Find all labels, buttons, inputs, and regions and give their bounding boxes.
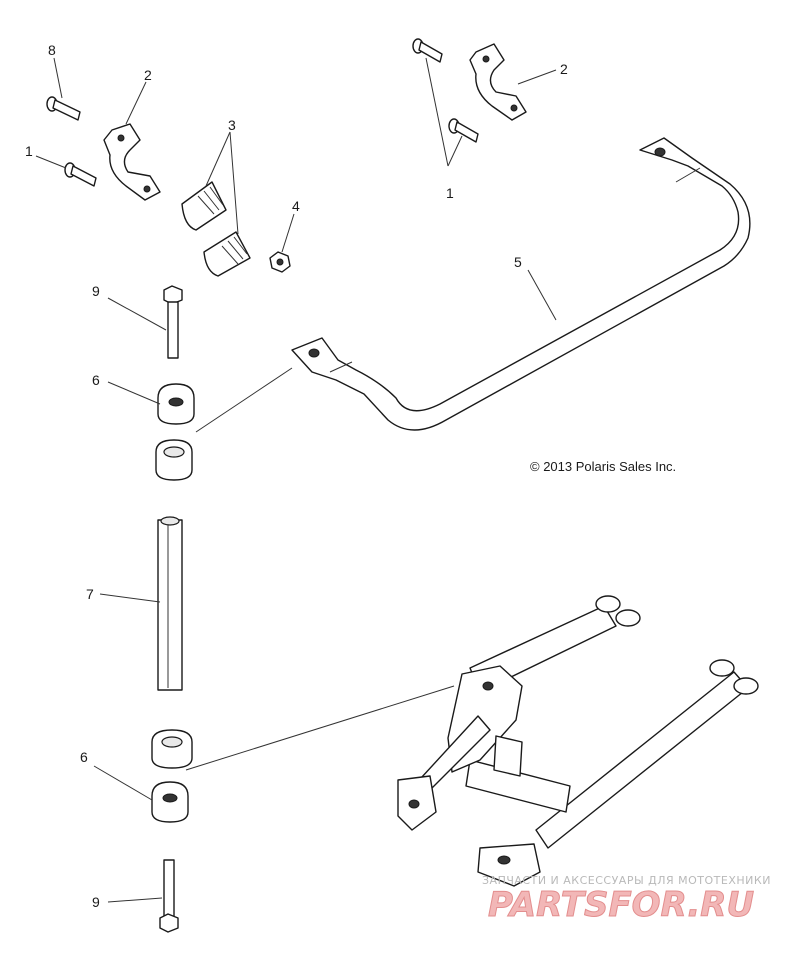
leader-lines (35, 57, 557, 903)
bolt-part-8 (46, 96, 81, 121)
clamp-part-2-left (103, 123, 161, 201)
bushing-part-6-upper (157, 383, 195, 425)
callout-2-left: 2 (144, 67, 152, 83)
callout-6-upper: 6 (92, 372, 100, 388)
callout-9-lower: 9 (92, 894, 100, 910)
shaft-part-7 (157, 516, 183, 691)
callout-2-right: 2 (560, 61, 568, 77)
callout-9-upper: 9 (92, 283, 100, 299)
callout-4: 4 (292, 198, 300, 214)
bushing-part-3-lower (203, 231, 251, 277)
bushing-part-6-upper-b (155, 439, 193, 481)
callout-1-left: 1 (25, 143, 33, 159)
callout-5: 5 (514, 254, 522, 270)
watermark-logo: PARTSFOR.RU (488, 885, 754, 925)
nut-part-4 (269, 251, 291, 273)
bolt-part-9-lower (159, 859, 179, 933)
callout-1-right: 1 (446, 185, 454, 201)
bushing-part-3-upper (181, 181, 227, 231)
callout-3: 3 (228, 117, 236, 133)
bolt-part-1-right-lower (448, 118, 479, 143)
bolt-part-9-upper (163, 285, 183, 359)
clamp-part-2-right (469, 43, 527, 121)
callout-7: 7 (86, 586, 94, 602)
bushing-part-6-lower-a (151, 729, 193, 769)
callout-8: 8 (48, 42, 56, 58)
bolt-part-1-right-upper (412, 38, 443, 63)
bushing-part-6-lower-b (151, 781, 189, 823)
callout-6-lower: 6 (80, 749, 88, 765)
copyright-text: © 2013 Polaris Sales Inc. (530, 459, 676, 474)
bolt-part-1-left (64, 162, 97, 187)
watermark-tagline: ЗАПЧАСТИ И АКСЕССУАРЫ ДЛЯ МОТОТЕХНИКИ (482, 874, 771, 887)
control-arm-assembly (397, 595, 759, 887)
stabilizer-bar-part-5 (291, 137, 751, 431)
